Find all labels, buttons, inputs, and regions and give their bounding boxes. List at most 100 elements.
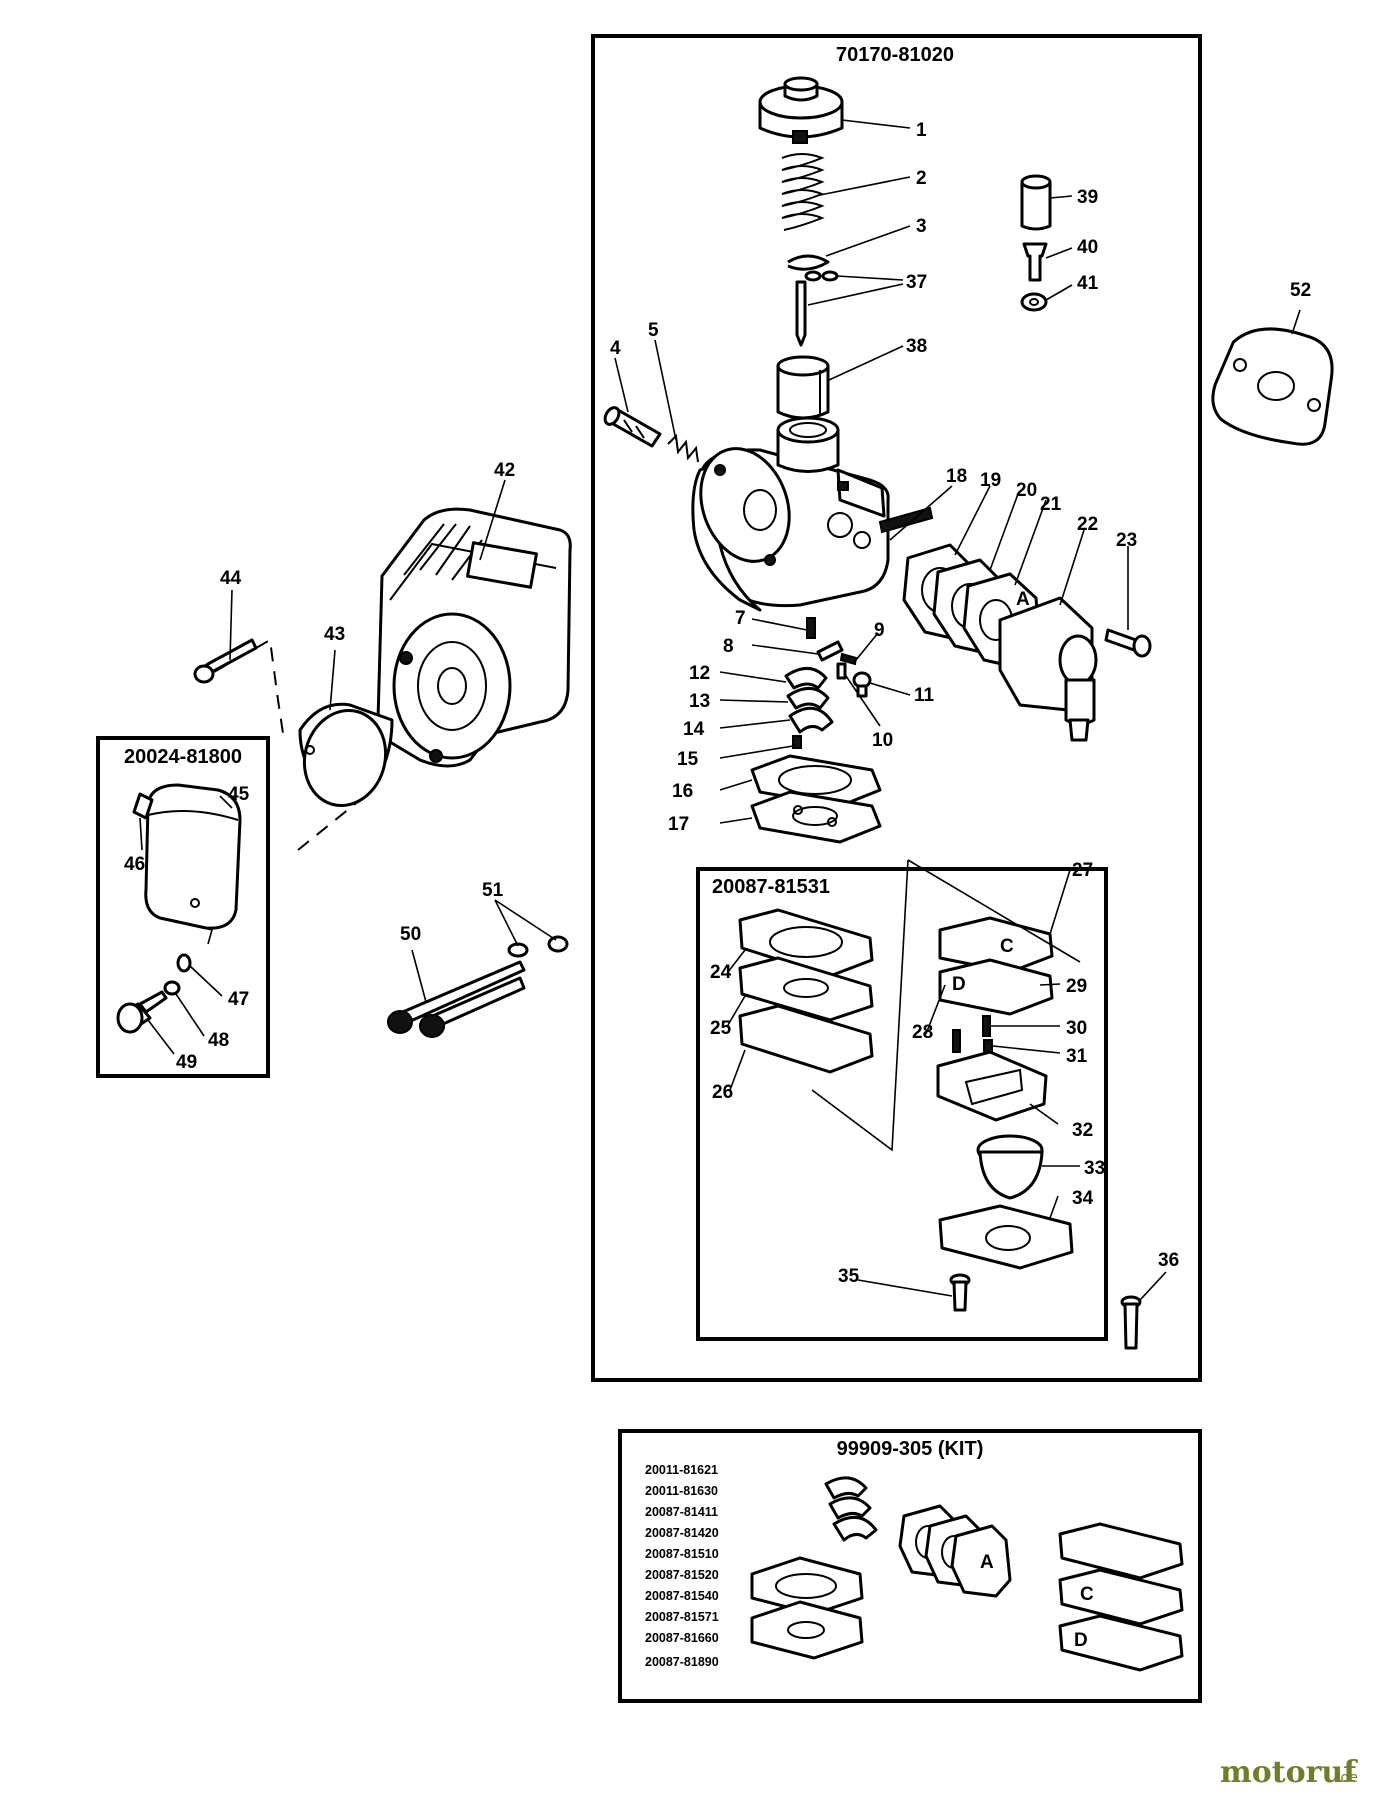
callout-46: 46 xyxy=(124,854,145,875)
callout-13: 13 xyxy=(689,691,710,712)
callout-26: 26 xyxy=(712,1082,733,1103)
callout-45: 45 xyxy=(228,784,250,805)
long-bolt-part xyxy=(419,976,526,1038)
diaphragm-gasket-c-part xyxy=(738,1004,874,1074)
washer-part xyxy=(176,953,192,973)
needle-part xyxy=(795,280,807,347)
metering-spring-part xyxy=(982,1015,991,1037)
callout-9: 9 xyxy=(874,620,885,641)
callout-22: 22 xyxy=(1077,514,1098,535)
callout-33: 33 xyxy=(1084,1158,1105,1179)
callout-36: 36 xyxy=(1158,1250,1179,1271)
callout-43: 43 xyxy=(324,624,345,645)
bolt-washer-part xyxy=(507,942,529,958)
nipple-part xyxy=(1022,242,1048,282)
bolt-washer-part xyxy=(547,935,569,953)
leader-lines xyxy=(139,119,1301,1301)
kit-pump-gaskets: A xyxy=(898,1504,1012,1598)
callout-30: 30 xyxy=(1066,1018,1087,1039)
lever-spring-part xyxy=(806,617,816,639)
primer-retainer-part xyxy=(938,1204,1074,1270)
carburetor-assembly-title: 70170-81020 xyxy=(836,44,954,66)
callout-20: 20 xyxy=(1016,480,1037,501)
callout-25: 25 xyxy=(710,1018,732,1039)
callout-42: 42 xyxy=(494,460,515,481)
throttle-barrel-part xyxy=(776,355,830,420)
pipe-part xyxy=(1020,174,1052,231)
insulator-gasket-part xyxy=(1211,327,1334,446)
metering-lever-part xyxy=(816,640,844,662)
diaphragm-set-title: 20087-81531 xyxy=(712,876,830,898)
kit-letter-a: A xyxy=(980,1552,994,1573)
assembly-path-line xyxy=(213,638,285,741)
cover-screw-part xyxy=(1120,1295,1142,1350)
lever-pin-part xyxy=(839,652,858,666)
callout-47: 47 xyxy=(228,989,249,1010)
callout-18: 18 xyxy=(946,466,967,487)
lever-screw-part xyxy=(852,671,872,698)
carburetor-body-part xyxy=(691,416,934,612)
callout-10: 10 xyxy=(872,730,893,751)
lever-pin-set-part xyxy=(952,1029,961,1053)
assembly-path-line xyxy=(297,799,361,851)
kit-letter-c: C xyxy=(1080,1584,1094,1605)
callout-15: 15 xyxy=(677,749,699,770)
callout-37: 37 xyxy=(906,272,927,293)
watermark-logo: motoruf .de xyxy=(1220,1755,1358,1790)
pump-cover-screw-part xyxy=(1104,628,1152,658)
check-valve-plates-part xyxy=(784,667,834,734)
plate-screw-part xyxy=(792,735,802,749)
metering-cover-part xyxy=(936,1050,1048,1122)
washer-part xyxy=(804,270,822,282)
callout-44: 44 xyxy=(220,568,242,589)
callout-48: 48 xyxy=(208,1030,229,1051)
callout-28: 28 xyxy=(912,1022,933,1043)
adjusting-cap-part xyxy=(758,76,844,144)
air-filter-assembly-title: 20024-81800 xyxy=(124,746,242,768)
kit-part-number: 20087-81540 xyxy=(645,1589,719,1603)
kit-part-number: 20011-81630 xyxy=(645,1484,718,1498)
kit-part-number: 20087-81411 xyxy=(645,1505,718,1519)
washer-part xyxy=(821,270,839,282)
callout-19: 19 xyxy=(980,470,1001,491)
kit-part-number: 20087-81890 xyxy=(645,1655,719,1669)
filter-tag-part xyxy=(132,792,154,820)
callout-12: 12 xyxy=(689,663,710,684)
diaphragm-set-box xyxy=(696,867,1108,1341)
callout-11: 11 xyxy=(914,685,935,706)
kit-part-number: 20087-81520 xyxy=(645,1568,719,1582)
long-bolt-part xyxy=(387,960,526,1034)
kit-title: 99909-305 (KIT) xyxy=(837,1438,984,1460)
callout-23: 23 xyxy=(1116,530,1137,551)
diaphragm-set-connector xyxy=(811,859,1081,1152)
air-filter-housing-part xyxy=(376,507,572,768)
callout-14: 14 xyxy=(683,719,705,740)
carburetor-assembly-box xyxy=(591,34,1202,1382)
kit-part-number: 20087-81660 xyxy=(645,1631,719,1645)
diaphragm-gasket-a-part xyxy=(738,908,874,978)
callout-40: 40 xyxy=(1077,237,1098,258)
filter-element-part xyxy=(298,702,394,808)
callout-49: 49 xyxy=(176,1052,197,1073)
kit-metering-gaskets xyxy=(750,1556,864,1660)
air-filter-assembly-box xyxy=(96,736,270,1078)
watermark-suffix: .de xyxy=(1336,1770,1358,1786)
knob-part xyxy=(116,990,168,1034)
o-ring-part xyxy=(163,980,181,996)
primer-bulb-part xyxy=(976,1134,1044,1200)
kit-part-number: 20087-81571 xyxy=(645,1610,719,1624)
kit-diaphragm-plates: C D xyxy=(1058,1522,1184,1672)
callout-21: 21 xyxy=(1040,494,1062,515)
filter-cover-part xyxy=(144,783,242,930)
spring-part xyxy=(781,153,825,231)
callout-24: 24 xyxy=(710,962,732,983)
callout-35: 35 xyxy=(838,1266,860,1287)
callout-4: 4 xyxy=(610,338,621,359)
nut-part xyxy=(1020,292,1048,312)
callout-numbers: 1 2 3 37 38 39 40 41 52 4 5 18 19 20 21 … xyxy=(124,120,1311,1287)
callout-17: 17 xyxy=(668,814,689,835)
housing-bolt-part xyxy=(193,638,258,684)
callout-31: 31 xyxy=(1066,1046,1088,1067)
diaphragm-gasket-b-part xyxy=(738,956,874,1022)
